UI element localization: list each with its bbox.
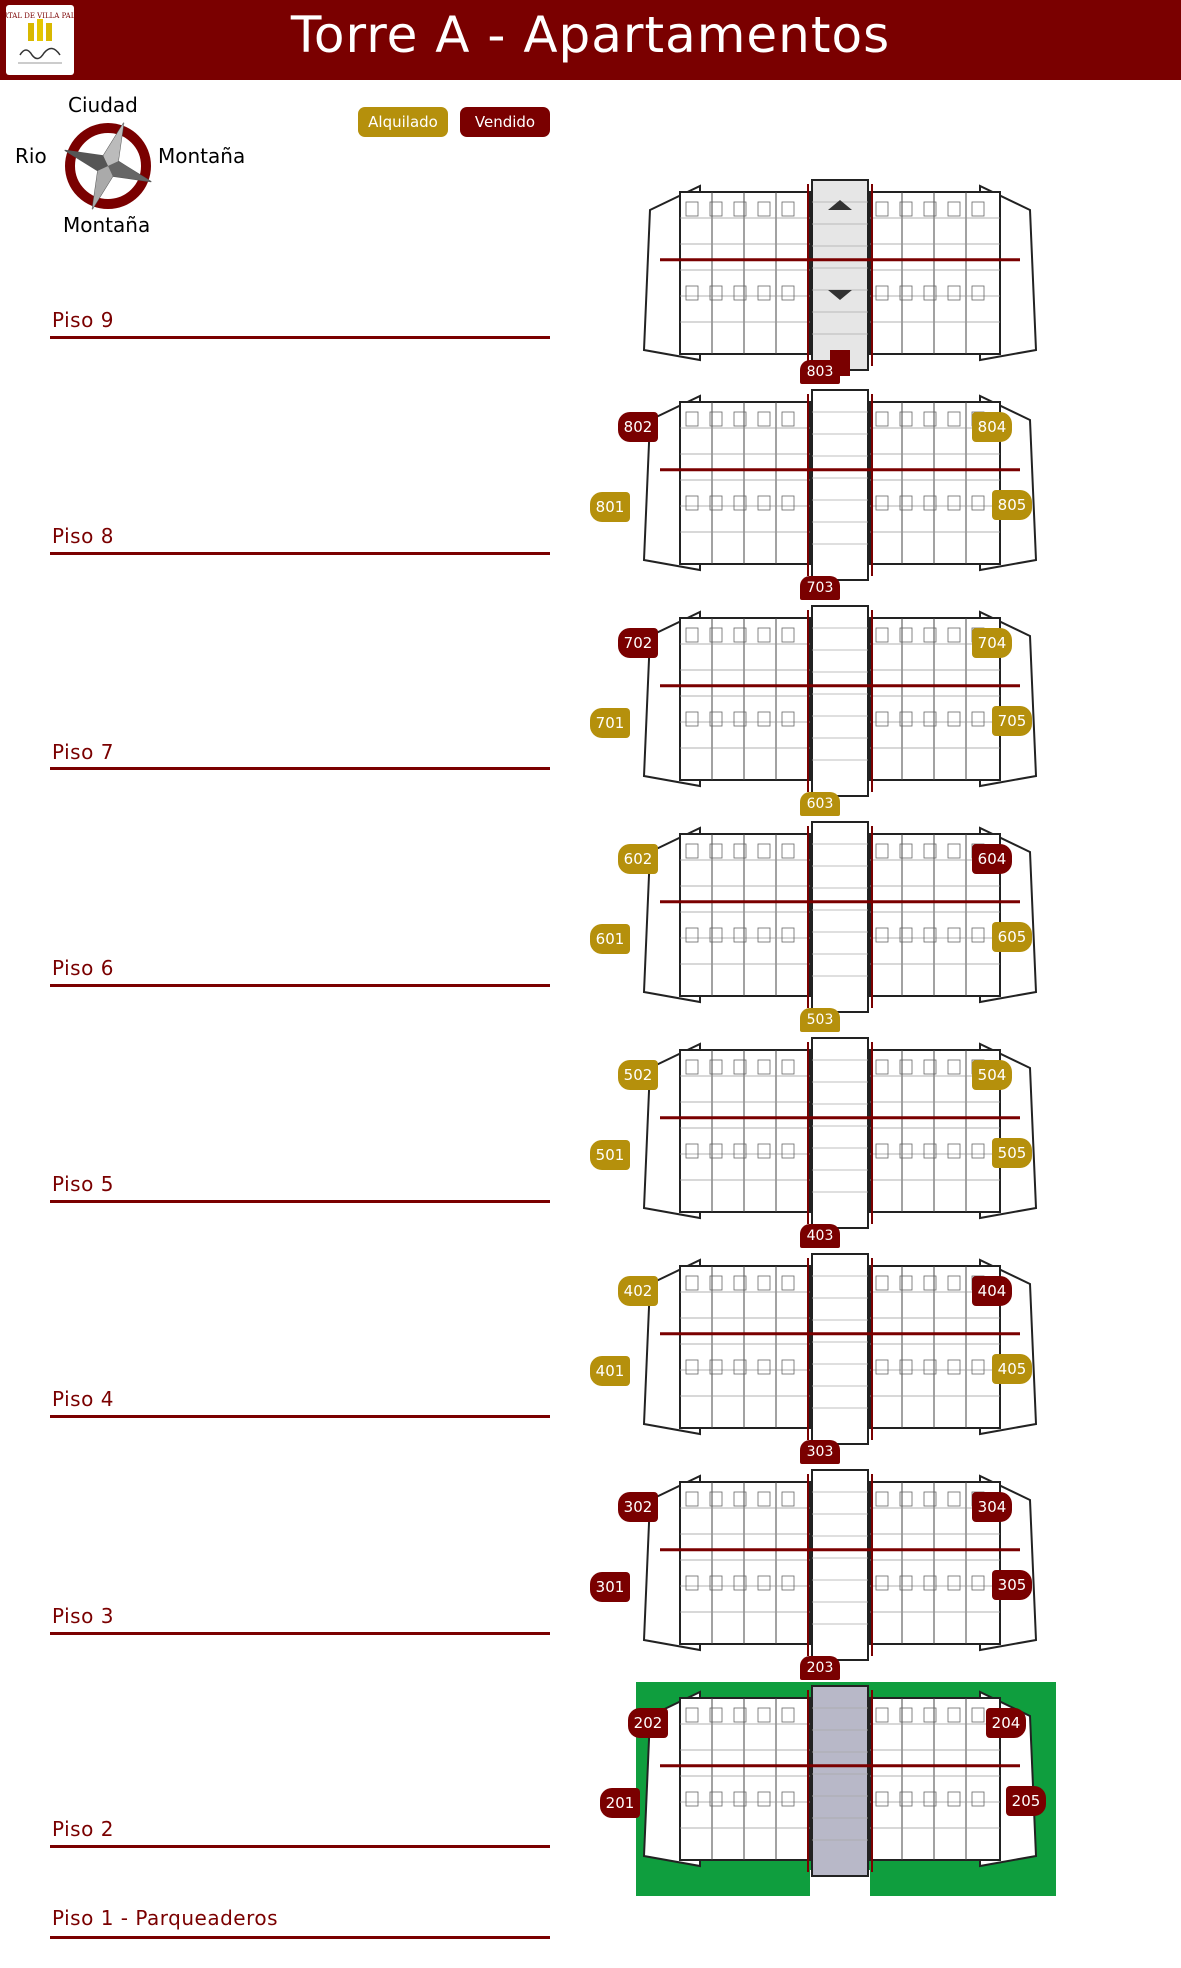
floor-divider (50, 1415, 550, 1418)
floor-plan[interactable] (620, 370, 1060, 600)
floor-divider (50, 336, 550, 339)
legend-sold: Vendido (460, 107, 550, 137)
unit-badge[interactable]: 304 (972, 1492, 1012, 1522)
floor-divider (50, 1200, 550, 1203)
unit-badge[interactable]: 702 (618, 628, 658, 658)
floor-plan[interactable] (620, 1018, 1060, 1248)
header-bar: PORTAL DE VILLA PALMA Torre A - Apartame… (0, 0, 1181, 80)
unit-badge[interactable]: 402 (618, 1276, 658, 1306)
floor-divider (50, 552, 550, 555)
floor-plan[interactable] (620, 802, 1060, 1032)
floor-label[interactable]: Piso 5 (52, 1172, 114, 1196)
floor-label[interactable]: Piso 7 (52, 740, 114, 764)
floor-divider (50, 767, 550, 770)
floor-plan[interactable] (620, 1450, 1060, 1680)
floor-label[interactable]: Piso 6 (52, 956, 114, 980)
compass-south-label: Montaña (63, 213, 151, 237)
page-title: Torre A - Apartamentos (290, 6, 891, 64)
floor-label[interactable]: Piso 9 (52, 308, 114, 332)
unit-badge[interactable]: 802 (618, 412, 658, 442)
unit-badge[interactable]: 401 (590, 1356, 630, 1386)
unit-badge[interactable]: 201 (600, 1788, 640, 1818)
unit-badge[interactable]: 502 (618, 1060, 658, 1090)
unit-badge[interactable]: 302 (618, 1492, 658, 1522)
compass-east-label: Montaña (158, 144, 246, 168)
unit-badge[interactable]: 305 (992, 1570, 1032, 1600)
floor-plan[interactable] (620, 1234, 1060, 1464)
unit-badge[interactable]: 703 (800, 576, 840, 600)
unit-badge[interactable]: 803 (800, 360, 840, 384)
unit-badge[interactable]: 602 (618, 844, 658, 874)
unit-badge[interactable]: 501 (590, 1140, 630, 1170)
floor-divider (50, 1845, 550, 1848)
compass-north-label: Ciudad (68, 93, 138, 117)
unit-badge[interactable]: 503 (800, 1008, 840, 1032)
unit-badge[interactable]: 204 (986, 1708, 1026, 1738)
floor-label[interactable]: Piso 4 (52, 1387, 114, 1411)
legend-rented: Alquilado (358, 107, 448, 137)
floor-label[interactable]: Piso 3 (52, 1604, 114, 1628)
unit-badge[interactable]: 303 (800, 1440, 840, 1464)
floor-divider (50, 984, 550, 987)
floor-divider (50, 1632, 550, 1635)
floor-plan[interactable] (620, 160, 1060, 390)
unit-badge[interactable]: 705 (992, 706, 1032, 736)
unit-badge[interactable]: 202 (628, 1708, 668, 1738)
unit-badge[interactable]: 605 (992, 922, 1032, 952)
unit-badge[interactable]: 403 (800, 1224, 840, 1248)
unit-badge[interactable]: 801 (590, 492, 630, 522)
floor-label[interactable]: Piso 1 - Parqueaderos (52, 1906, 279, 1930)
unit-badge[interactable]: 203 (800, 1656, 840, 1680)
unit-badge[interactable]: 404 (972, 1276, 1012, 1306)
unit-badge[interactable]: 704 (972, 628, 1012, 658)
unit-badge[interactable]: 804 (972, 412, 1012, 442)
unit-badge[interactable]: 504 (972, 1060, 1012, 1090)
unit-badge[interactable]: 405 (992, 1354, 1032, 1384)
unit-badge[interactable]: 301 (590, 1572, 630, 1602)
logo-text-portal: PORTAL DE VILLA PALMA (6, 12, 74, 20)
floor-plan[interactable] (620, 586, 1060, 816)
unit-badge[interactable]: 505 (992, 1138, 1032, 1168)
floor-label[interactable]: Piso 8 (52, 524, 114, 548)
unit-badge[interactable]: 601 (590, 924, 630, 954)
unit-badge[interactable]: 603 (800, 792, 840, 816)
unit-badge[interactable]: 205 (1006, 1786, 1046, 1816)
unit-badge[interactable]: 701 (590, 708, 630, 738)
compass-rose-icon (60, 118, 160, 214)
logo[interactable]: PORTAL DE VILLA PALMA (6, 5, 74, 75)
unit-badge[interactable]: 604 (972, 844, 1012, 874)
unit-badge[interactable]: 805 (992, 490, 1032, 520)
floor-plan[interactable] (620, 1666, 1060, 1896)
compass-west-label: Rio (15, 144, 47, 168)
floor-divider (50, 1936, 550, 1939)
floor-label[interactable]: Piso 2 (52, 1817, 114, 1841)
